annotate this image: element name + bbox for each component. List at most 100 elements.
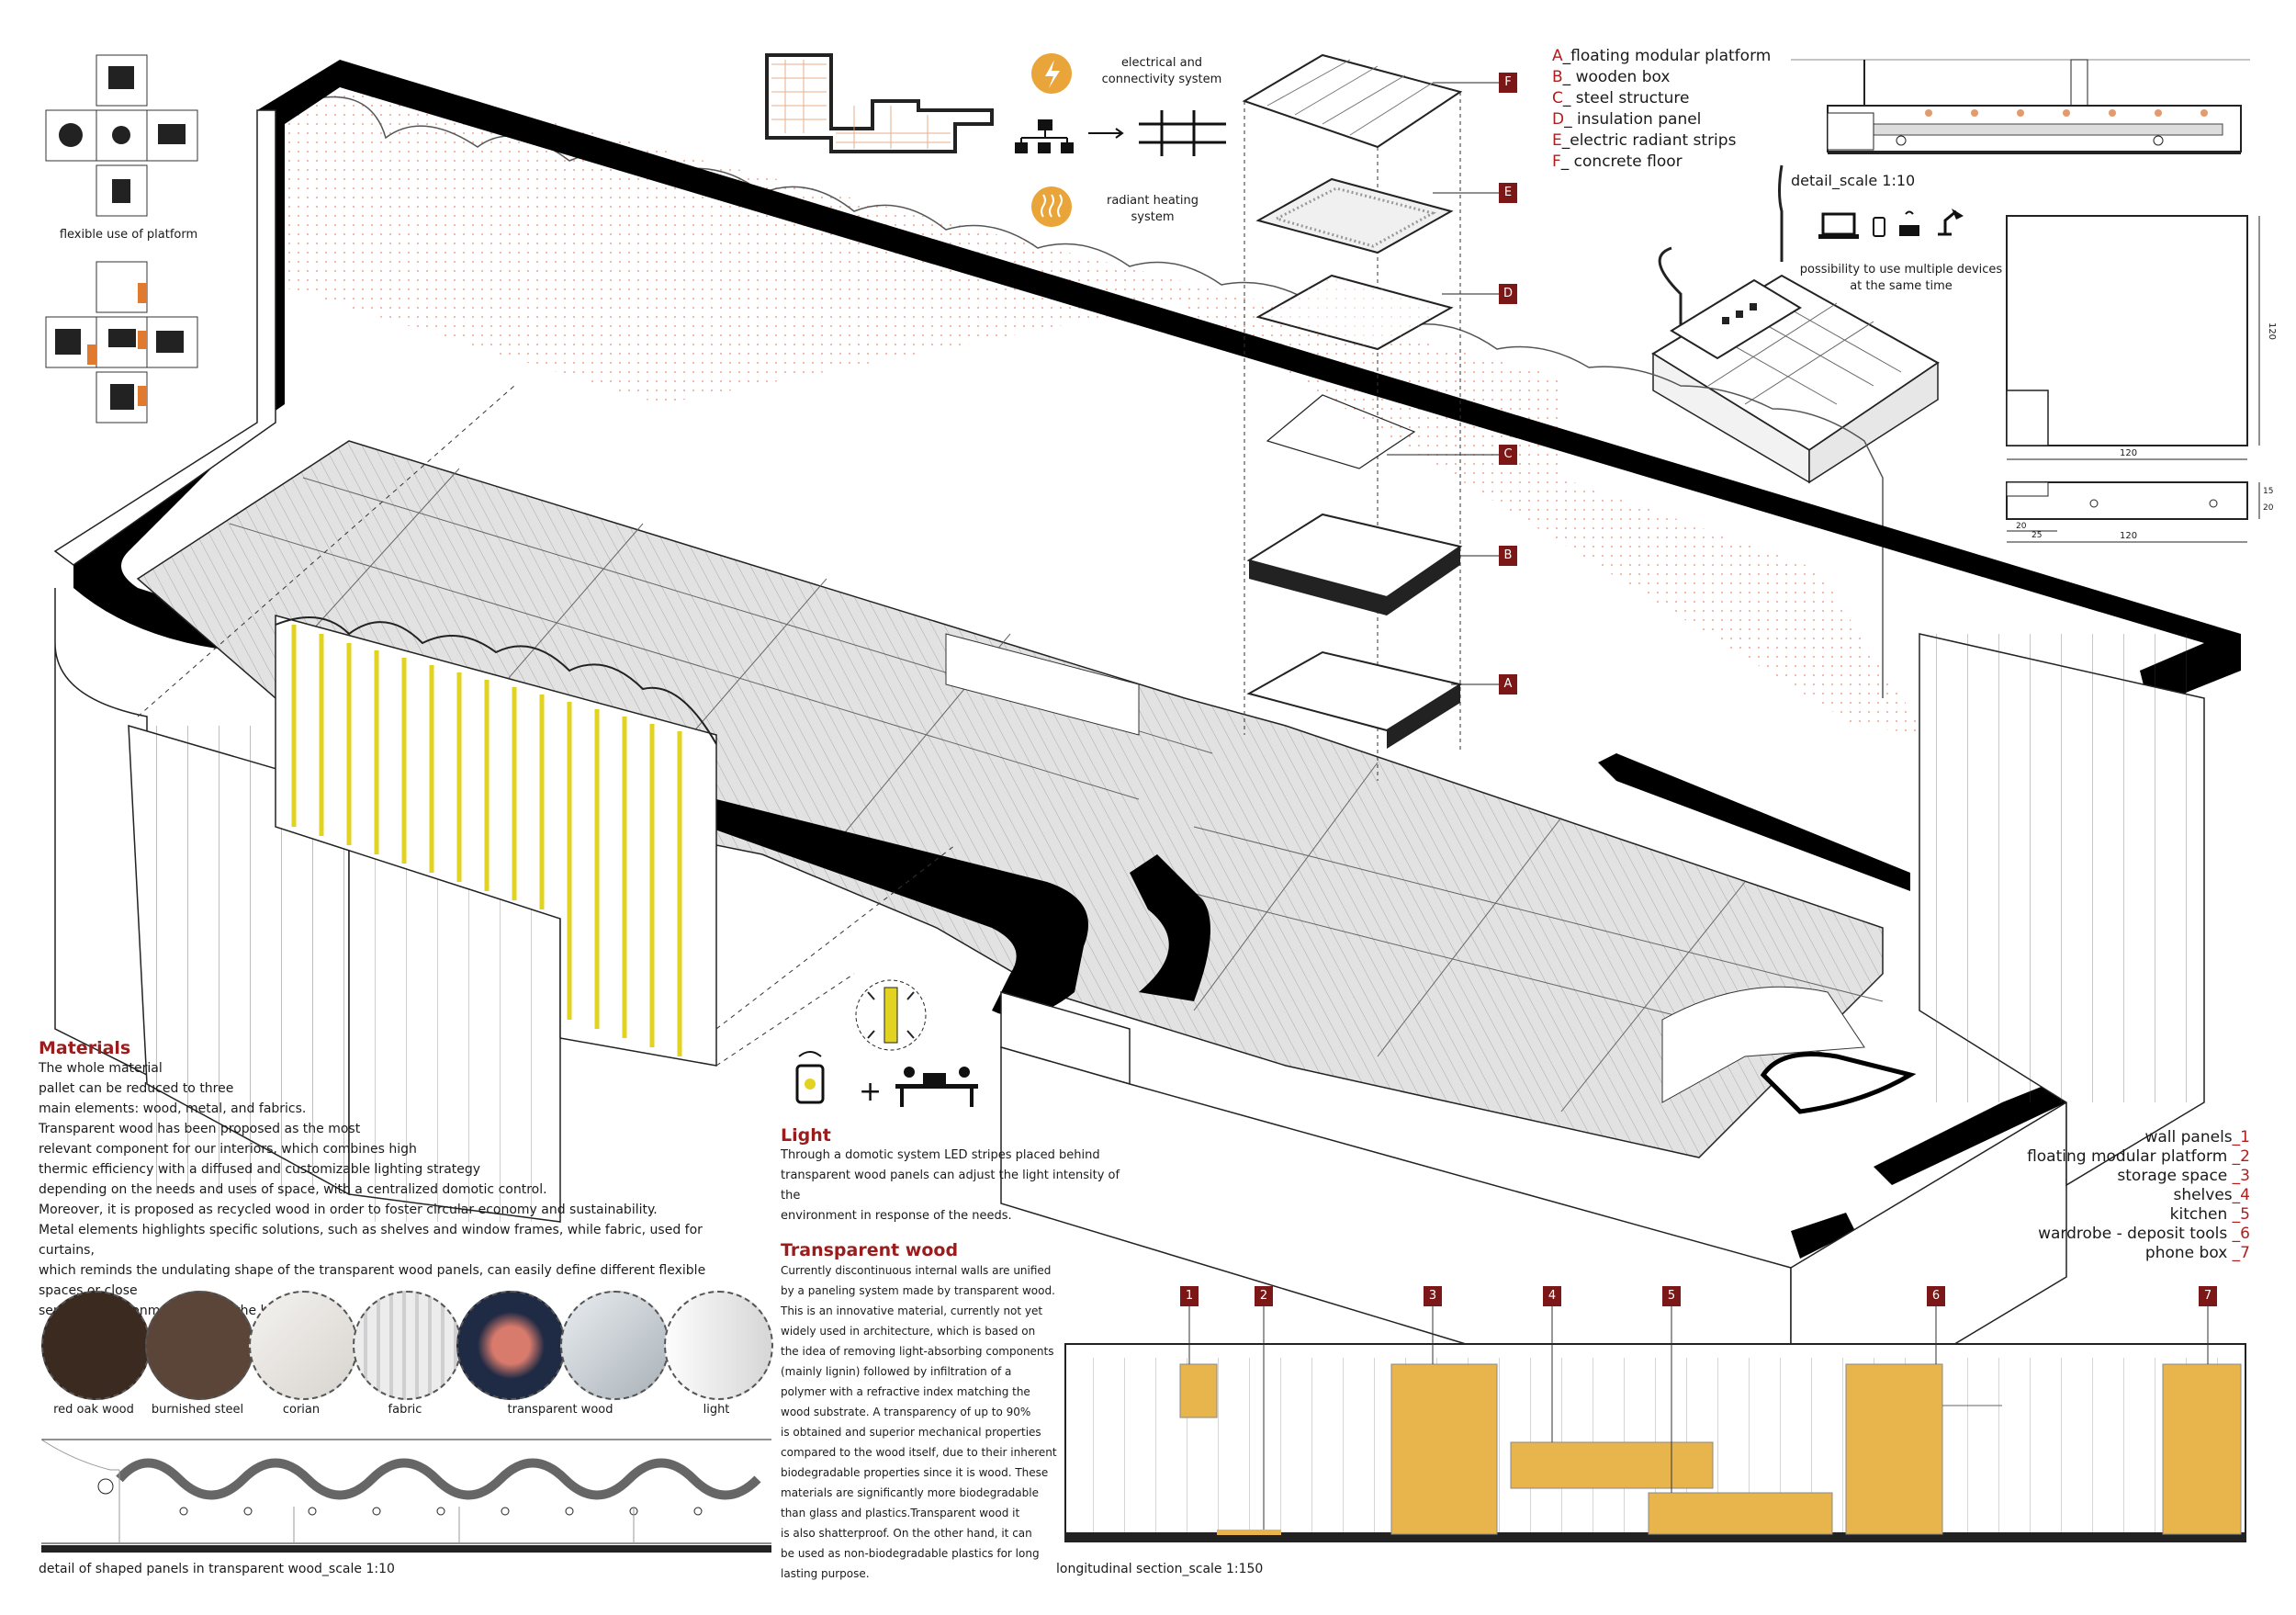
tw-line-9: is obtained and superior mechanical prop… (781, 1426, 1041, 1439)
radiant-system: radiant heating system (1029, 184, 1231, 239)
tw-line-1: Currently discontinuous internal walls a… (781, 1264, 1052, 1277)
light-line-3: environment in response of the needs. (781, 1209, 1012, 1223)
platform-usage-diagrams: flexible use of platform (37, 18, 220, 432)
swatch-label-light: light (703, 1403, 730, 1417)
dim-width: 120 (2120, 448, 2138, 458)
detail-label: detail_scale 1:10 (1791, 172, 1916, 189)
panel-detail-caption: detail of shaped panels in transparent w… (39, 1562, 395, 1576)
swatch-light (664, 1291, 773, 1400)
section-tag-3: 3 (1424, 1286, 1442, 1306)
swatch-red-oak (41, 1291, 151, 1400)
tw-line-12: materials are significantly more biodegr… (781, 1486, 1039, 1499)
swatch-label-burnished-steel: burnished steel (151, 1403, 244, 1417)
light-line-2: transparent wood panels can adjust the l… (781, 1169, 1120, 1203)
light-section: Light Through a domotic system LED strip… (781, 1125, 1130, 1226)
tw-line-7: polymer with a refractive index matching… (781, 1385, 1030, 1398)
component-legend: A_floating modular platform B_ wooden bo… (1552, 46, 1828, 173)
swatch-label-corian: corian (282, 1403, 321, 1417)
room-legend-3: storage space _3 (2117, 1167, 2250, 1185)
swatch-label-transparent-wood: transparent wood (507, 1403, 613, 1417)
tw-line-2: by a paneling system made by transparent… (781, 1284, 1055, 1297)
section-tag-7: 7 (2199, 1286, 2217, 1306)
floor-plan-thumbnail (762, 46, 1001, 156)
devices-caption-2: at the same time (1850, 279, 1953, 293)
legend-e: E_electric radiant strips (1552, 131, 1737, 150)
dim-small-a: 20 (2016, 522, 2027, 531)
room-legend-2: floating modular platform _2 (2027, 1147, 2250, 1166)
router-icon (1899, 225, 1919, 236)
tw-line-15: be used as non-biodegradable plastics fo… (781, 1547, 1040, 1560)
tag-E: E (1499, 183, 1517, 203)
tag-D: D (1499, 284, 1517, 304)
tw-line-3: This is an innovative material, currentl… (781, 1304, 1043, 1317)
swatch-transparent-wood (456, 1291, 566, 1400)
legend-a: A_floating modular platform (1552, 47, 1772, 65)
tw-line-16: lasting purpose. (781, 1567, 870, 1580)
electrical-label-1: electrical and (1120, 56, 1203, 70)
section-tag-4: 4 (1543, 1286, 1561, 1306)
materials-line-4: Transparent wood has been proposed as th… (39, 1122, 361, 1136)
longitudinal-section (1064, 1343, 2246, 1542)
section-caption: longitudinal section_scale 1:150 (1056, 1562, 1264, 1576)
detail-section: detail_scale 1:10 (1791, 51, 2259, 189)
materials-line-1: The whole material (39, 1061, 163, 1076)
device-icons (1818, 207, 2002, 257)
swatch-fabric (353, 1291, 462, 1400)
swatch-burnished-steel (145, 1291, 254, 1400)
room-legend-4: shelves_4 (2173, 1186, 2250, 1204)
material-swatches: red oak wood burnished steel corian fabr… (37, 1291, 773, 1419)
materials-line-2: pallet can be reduced to three (39, 1081, 234, 1096)
swatch-transparent-wood-2 (560, 1291, 670, 1400)
tw-line-11: biodegradable properties since it is woo… (781, 1466, 1049, 1479)
legend-d: D_ insulation panel (1552, 110, 1702, 129)
platform-plan: 120 120 120 20 25 15 20 (2002, 211, 2278, 551)
dim-small-b: 25 (2032, 531, 2043, 540)
dim-h2: 20 (2263, 503, 2274, 513)
room-legend-7: phone box _7 (2144, 1244, 2250, 1262)
radiant-label-1: radiant heating (1106, 194, 1199, 208)
light-line-1: Through a domotic system LED stripes pla… (781, 1148, 1100, 1162)
materials-line-6: thermic efficiency with a diffused and c… (39, 1162, 481, 1177)
dim-side: 120 (2120, 531, 2138, 541)
materials-line-3: main elements: wood, metal, and fabrics. (39, 1101, 307, 1116)
tag-F: F (1499, 73, 1517, 93)
devices-caption-1: possibility to use multiple devices (1799, 263, 2003, 277)
room-legend-1: wall panels_1 (2144, 1128, 2250, 1146)
room-legend-6: wardrobe - deposit tools _6 (2038, 1225, 2250, 1243)
materials-line-8: Moreover, it is proposed as recycled woo… (39, 1203, 658, 1217)
electrical-label-2: connectivity system (1101, 73, 1222, 86)
tw-line-6: (mainly lignin) followed by infiltration… (781, 1365, 1012, 1378)
platform-usage-sketch (45, 54, 198, 424)
legend-c: C_ steel structure (1552, 89, 1690, 107)
section-tag-5: 5 (1662, 1286, 1681, 1306)
tag-A: A (1499, 674, 1517, 695)
swatch-corian (249, 1291, 358, 1400)
tw-line-14: is also shatterproof. On the other hand,… (781, 1527, 1032, 1540)
legend-b: B_ wooden box (1552, 68, 1671, 86)
materials-heading: Materials (39, 1038, 131, 1058)
domotic-icon (795, 1051, 825, 1104)
devices-caption: possibility to use multiple devices at t… (1773, 262, 2030, 295)
section-tag-2: 2 (1255, 1286, 1273, 1306)
electrical-system: electrical and connectivity system (1010, 37, 1240, 156)
radiant-label-2: system (1131, 210, 1175, 224)
platform-caption: flexible use of platform (59, 228, 198, 242)
tag-C: C (1499, 445, 1517, 465)
section-tag-1: 1 (1180, 1286, 1199, 1306)
tw-line-13: than glass and plastics.Transparent wood… (781, 1507, 1020, 1519)
transparent-wood-heading: Transparent wood (781, 1240, 959, 1260)
materials-line-9: Metal elements highlights specific solut… (39, 1223, 703, 1258)
people-table-icon (895, 1067, 978, 1107)
section-tag-6: 6 (1927, 1286, 1945, 1306)
materials-section: Materials The whole material pallet can … (39, 1038, 737, 1321)
swatch-label-fabric: fabric (388, 1403, 422, 1417)
tw-line-5: the idea of removing light-absorbing com… (781, 1345, 1054, 1358)
room-legend: wall panels_1 floating modular platform … (1984, 1128, 2250, 1263)
lamp-icon (1938, 209, 1957, 236)
phone-icon (1873, 217, 1885, 237)
svg-text:+: + (859, 1076, 882, 1108)
radiant-heating-icon (1031, 186, 1072, 227)
transparent-wood-section: Transparent wood Currently discontinuous… (781, 1240, 1075, 1584)
light-heading: Light (781, 1125, 831, 1146)
room-legend-5: kitchen _5 (2169, 1205, 2250, 1224)
